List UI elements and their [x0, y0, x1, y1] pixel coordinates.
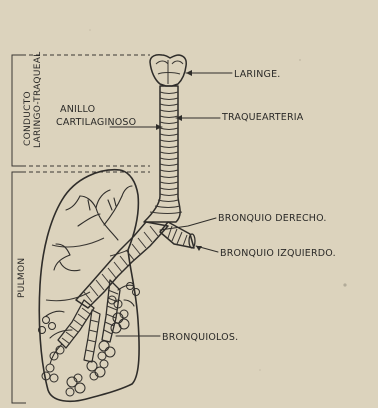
label-laringe: LARINGE. [234, 69, 281, 80]
conducto-label-line2: LARINGO-TRAQUEAL [33, 52, 43, 148]
trachea [144, 86, 182, 222]
pulmon-bracket [12, 172, 150, 403]
label-anillo-line2: CARTILAGINOSO [56, 117, 136, 128]
larynx [150, 55, 186, 86]
pulmon-label: PULMON [17, 258, 27, 298]
bronchial-tree-upper [54, 186, 132, 271]
bronquio-derecho [76, 222, 168, 308]
cartilage-rings [150, 92, 182, 214]
label-bronquio-derecho: BRONQUIO DERECHO. [218, 213, 327, 224]
conducto-label-line1: CONDUCTO [23, 91, 33, 146]
label-anillo-line1: ANILLO [60, 104, 95, 115]
label-bronquio-izquierdo: BRONQUIO IZQUIERDO. [220, 248, 336, 259]
leader-lines [110, 73, 232, 336]
label-bronquiolos: BRONQUIOLOS. [162, 332, 238, 343]
label-traquearteria: TRAQUEARTERIA [221, 112, 304, 123]
paper-texture [89, 29, 346, 371]
